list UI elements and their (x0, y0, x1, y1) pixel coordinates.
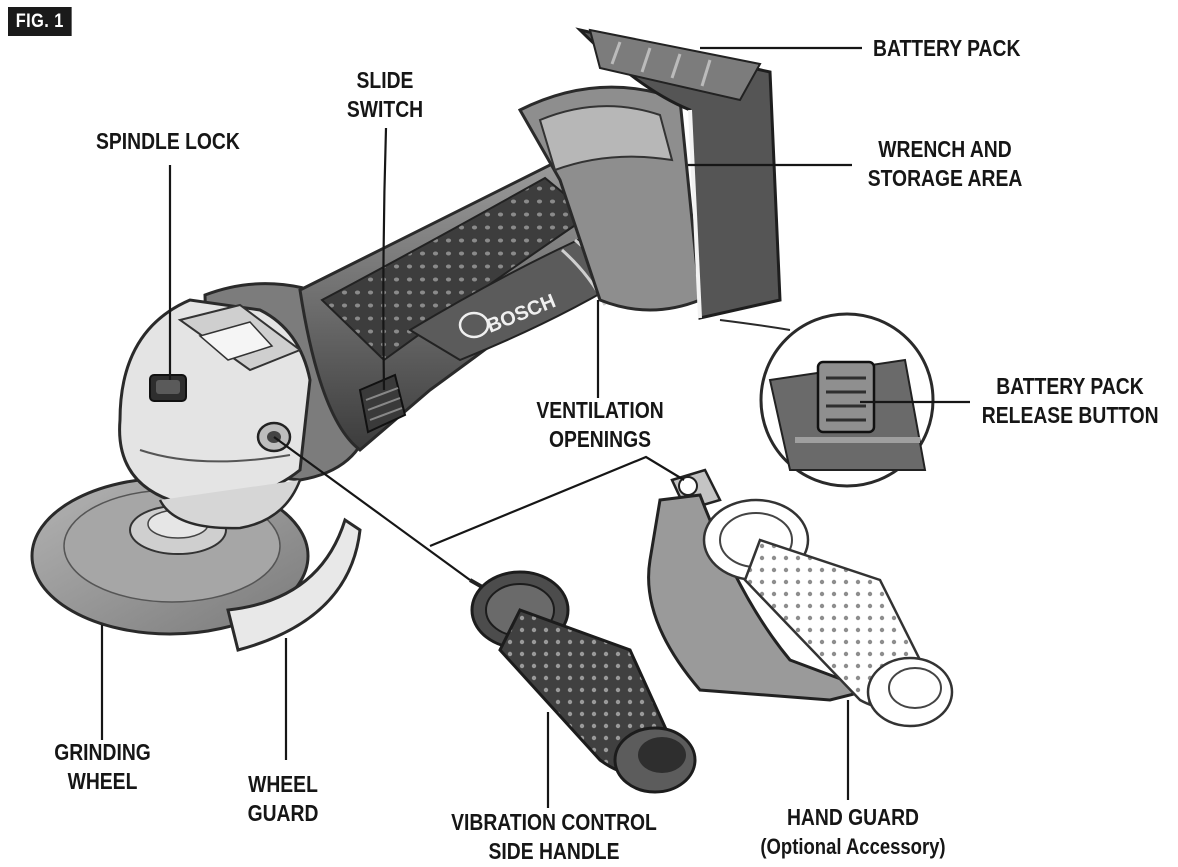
label-line: SWITCH (346, 96, 424, 122)
label-line: RELEASE BUTTON (981, 402, 1159, 428)
wheel-guard (226, 517, 362, 652)
hand-guard-handle (702, 498, 954, 728)
label-battery-release: BATTERY PACK RELEASE BUTTON (981, 372, 1159, 430)
label-line: BATTERY PACK (996, 373, 1144, 399)
label-slide-switch: SLIDE SWITCH (343, 66, 427, 124)
battery-pack-body (575, 27, 782, 320)
label-line: SLIDE (356, 67, 414, 93)
spindle-lock-button (149, 374, 187, 402)
label-line: WHEEL (67, 768, 138, 794)
label-hand-guard: HAND GUARD (Optional Accessory) (754, 803, 952, 861)
side-handle (469, 570, 697, 794)
label-line: (Optional Accessory) (760, 834, 946, 859)
label-ventilation: VENTILATION OPENINGS (520, 396, 680, 454)
figure-tag: FIG. 1 (8, 7, 72, 36)
label-line: SIDE HANDLE (488, 838, 620, 864)
label-wheel-guard: WHEEL GUARD (237, 770, 329, 828)
slide-switch-control (358, 373, 407, 434)
label-wrench-storage: WRENCH AND STORAGE AREA (864, 135, 1027, 193)
leader-lines (100, 46, 970, 808)
label-line: STORAGE AREA (867, 165, 1023, 191)
release-button-inset (719, 312, 935, 488)
grip-body (298, 158, 643, 452)
label-line: SPINDLE LOCK (96, 128, 240, 154)
label-line: HAND GUARD (786, 804, 920, 830)
label-line: OPENINGS (548, 426, 651, 452)
label-line: GUARD (247, 800, 319, 826)
label-line: BATTERY PACK (873, 35, 1021, 61)
label-spindle-lock: SPINDLE LOCK (96, 127, 240, 156)
leader-slide-switch (382, 127, 388, 391)
label-grinding-wheel: GRINDING WHEEL (50, 738, 155, 796)
leader-ventilation-branch (429, 455, 685, 548)
label-line: WHEEL (248, 771, 318, 797)
motor-housing (118, 282, 372, 530)
label-line: VENTILATION (536, 397, 664, 423)
label-line: WRENCH AND (878, 136, 1012, 162)
label-side-handle: VIBRATION CONTROL SIDE HANDLE (450, 808, 658, 866)
label-battery-pack: BATTERY PACK (873, 34, 1020, 63)
label-line: GRINDING (54, 739, 151, 765)
label-line: VIBRATION CONTROL (451, 809, 657, 835)
leader-handle-mount (273, 436, 471, 581)
rear-housing (517, 85, 702, 312)
